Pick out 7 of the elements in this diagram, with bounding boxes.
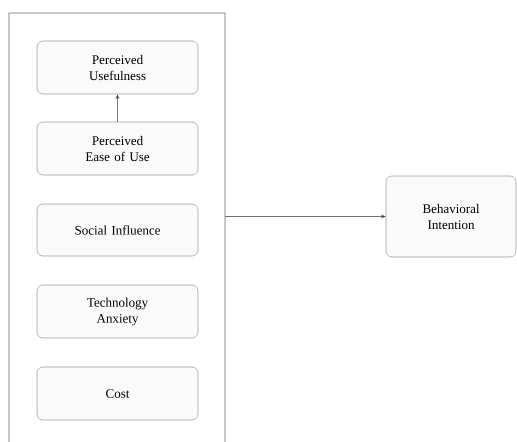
group-frame	[8, 12, 226, 442]
factor-box: Social Influence	[36, 204, 198, 256]
factor-box: Cost	[36, 366, 198, 420]
outcome-box: Behavioral Intention	[386, 176, 516, 258]
factor-box: Perceived Usefulness	[36, 40, 198, 94]
factor-box: Perceived Ease of Use	[36, 122, 198, 176]
factor-box: Technology Anxiety	[36, 284, 198, 338]
